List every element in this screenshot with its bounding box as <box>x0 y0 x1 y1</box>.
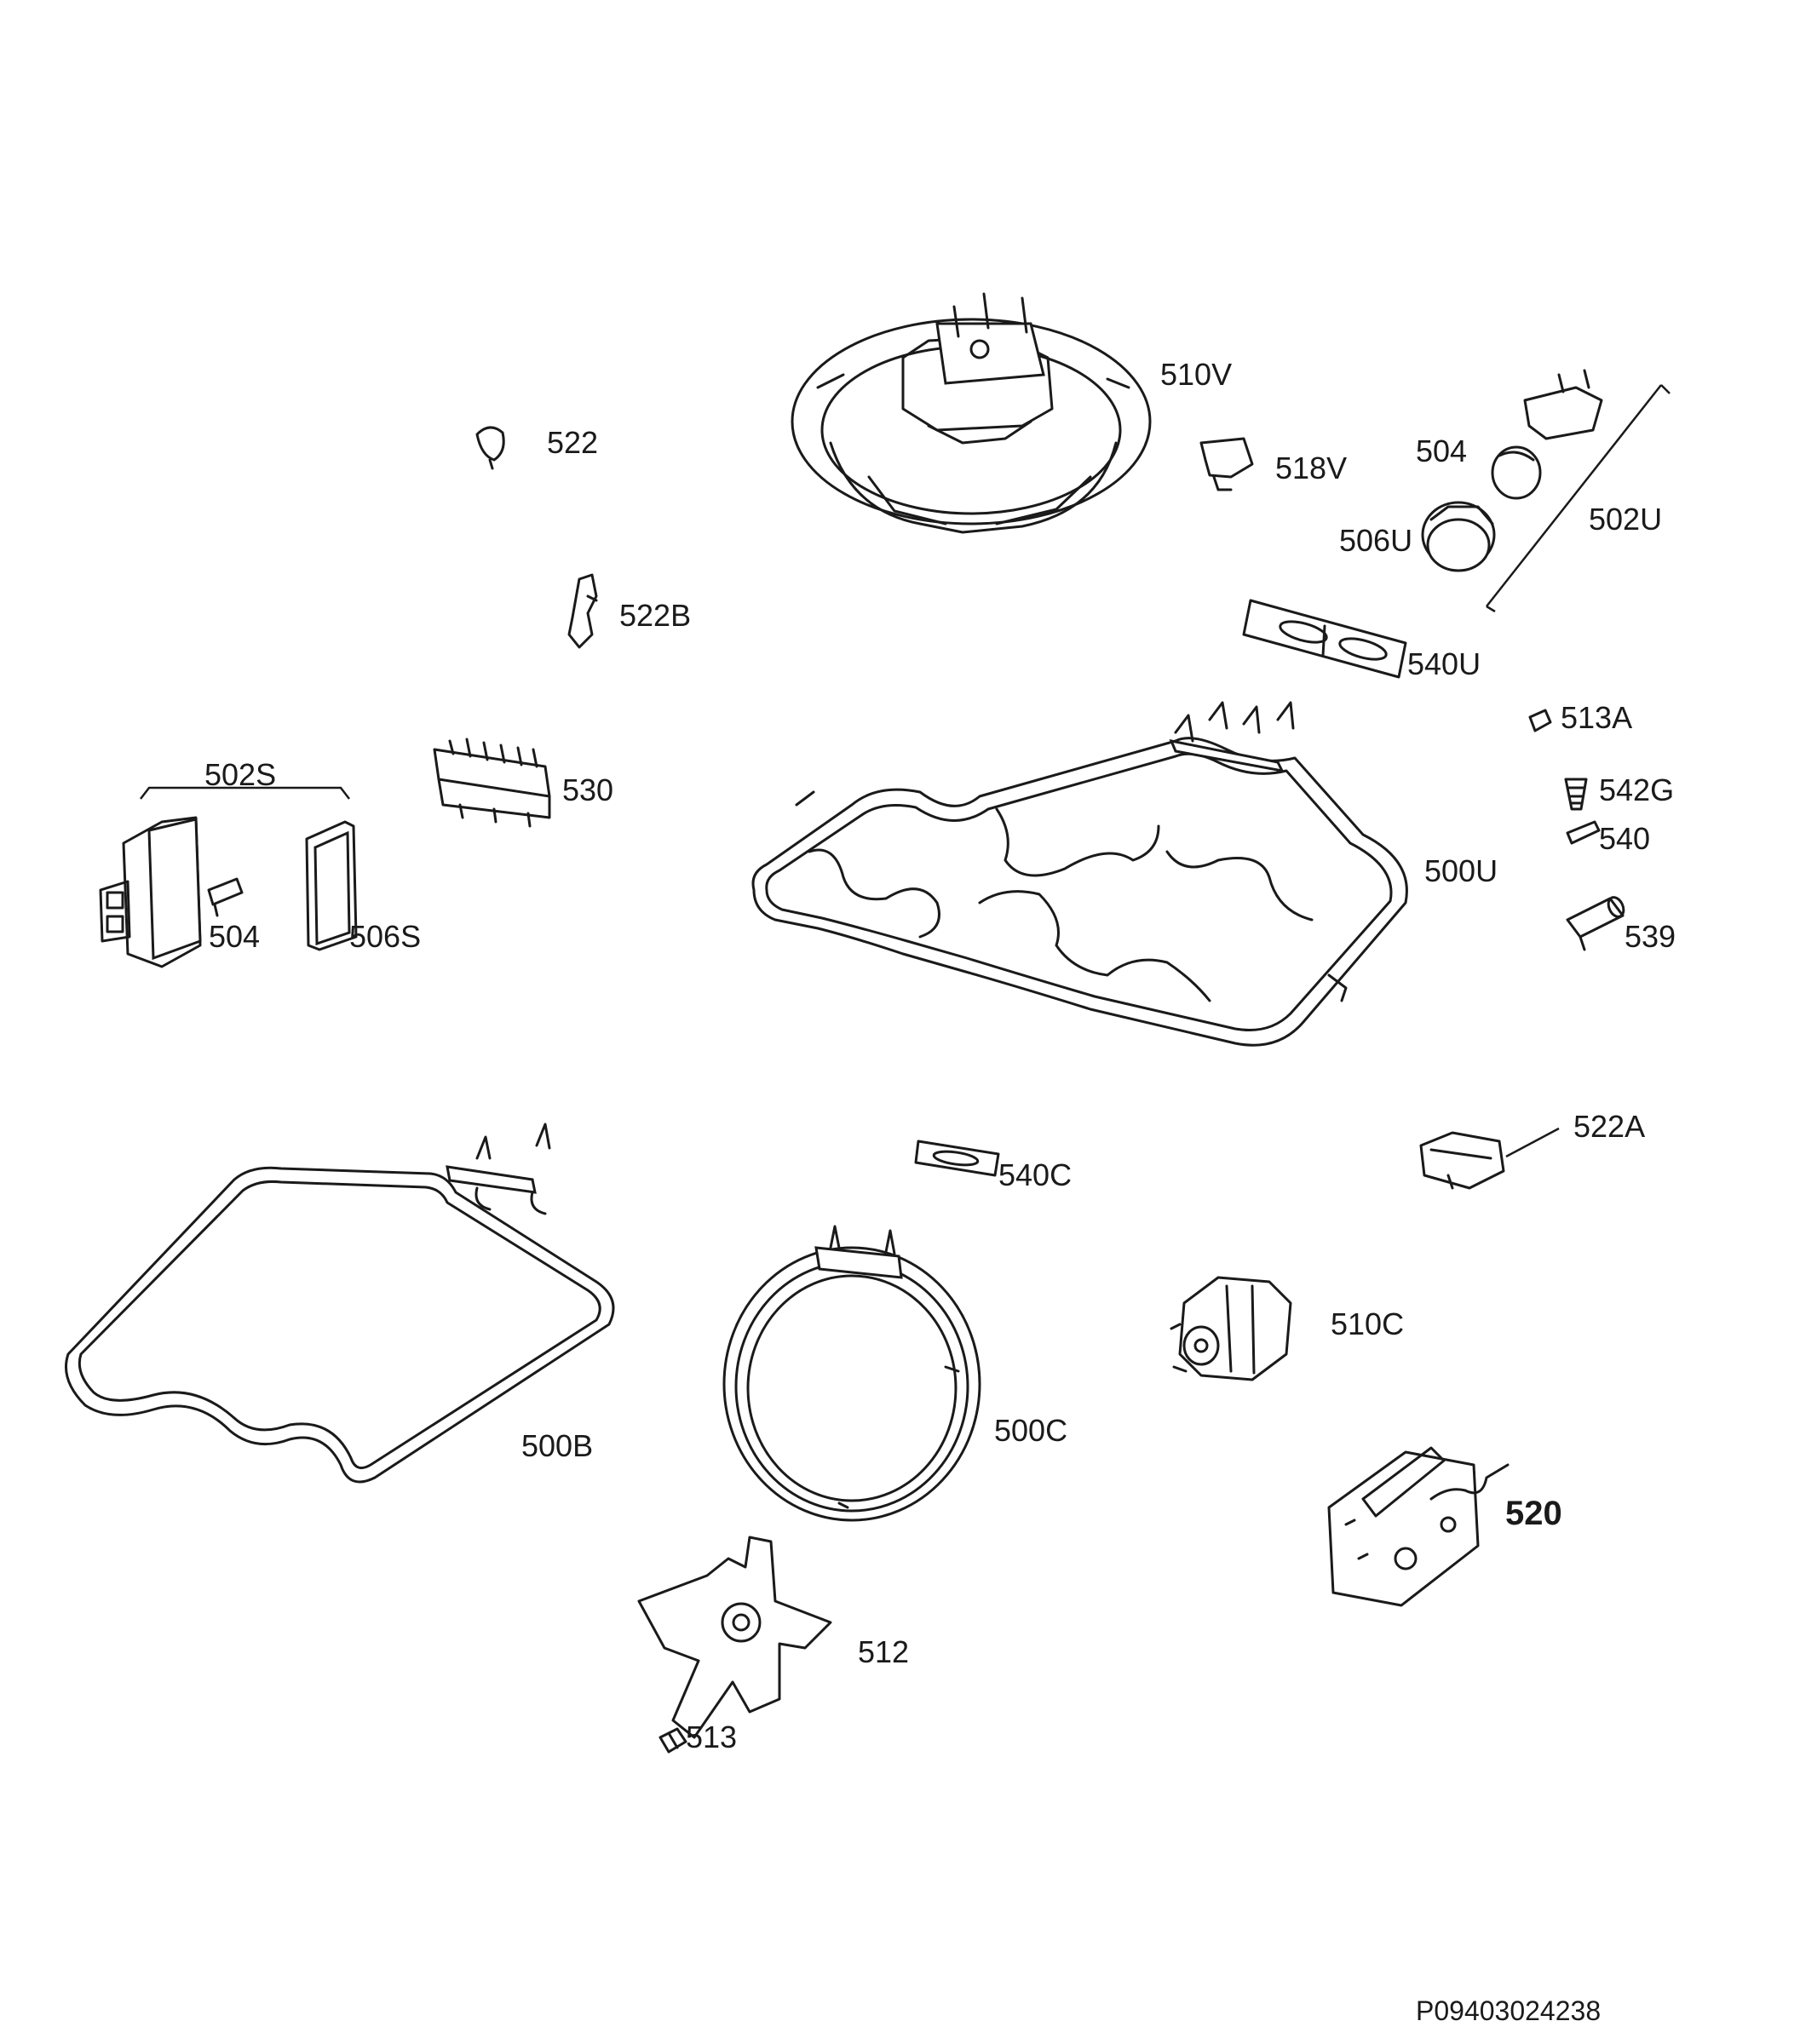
label-502U: 502U <box>1589 502 1662 537</box>
convection-motor-510C <box>1170 1276 1292 1381</box>
label-500C: 500C <box>994 1413 1067 1448</box>
document-code: P09403024238 <box>1416 1995 1601 2026</box>
label-539: 539 <box>1625 919 1676 954</box>
bottom-heating-element-500B <box>65 1122 615 1484</box>
label-513A: 513A <box>1561 700 1632 735</box>
leader-502U-top <box>1660 384 1671 394</box>
gasket-540C <box>914 1140 1000 1177</box>
label-502S: 502S <box>204 757 276 792</box>
label-518V: 518V <box>1275 451 1347 485</box>
nut-513 <box>658 1727 687 1754</box>
label-522: 522 <box>547 425 598 460</box>
bulb-504-top <box>1491 445 1542 500</box>
leader-502U-bottom <box>1486 605 1496 613</box>
gasket-540U <box>1242 599 1407 679</box>
leader-522A <box>1505 1127 1560 1158</box>
label-504-top: 504 <box>1416 433 1467 468</box>
leader-502U <box>1486 384 1662 607</box>
label-510C: 510C <box>1331 1306 1404 1341</box>
label-522A: 522A <box>1573 1109 1645 1144</box>
label-500U: 500U <box>1424 853 1498 888</box>
label-540C: 540C <box>998 1157 1072 1192</box>
leader-502S <box>140 786 350 800</box>
label-506S: 506S <box>349 919 421 954</box>
label-513: 513 <box>686 1720 737 1754</box>
nut-513A <box>1528 709 1552 732</box>
door-lock-520 <box>1327 1446 1510 1607</box>
label-510V: 510V <box>1160 357 1232 392</box>
side-lamp-cover-506S <box>305 820 358 951</box>
terminal-block-530 <box>433 738 551 828</box>
label-504-side: 504 <box>209 919 260 954</box>
fan-motor-assembly-510V <box>791 292 1152 534</box>
sensor-522B <box>567 573 598 649</box>
pin-540 <box>1566 820 1601 845</box>
bracket-518V <box>1199 437 1254 491</box>
label-500B: 500B <box>521 1428 593 1463</box>
lamp-cover-506U <box>1421 501 1496 572</box>
thermostat-522A <box>1419 1131 1505 1190</box>
label-540: 540 <box>1599 821 1650 856</box>
tube-539 <box>1566 896 1625 951</box>
circular-heating-element-500C <box>722 1225 981 1522</box>
label-506U: 506U <box>1339 523 1412 558</box>
label-512: 512 <box>858 1634 909 1669</box>
fan-blade-512 <box>637 1536 832 1739</box>
label-540U: 540U <box>1407 646 1481 681</box>
label-522B: 522B <box>619 598 691 633</box>
side-lamp-housing-502S <box>99 816 202 968</box>
clip-522 <box>475 426 505 470</box>
bulb-504-side <box>207 877 244 917</box>
label-520: 520 <box>1505 1495 1562 1532</box>
top-grill-element-500U <box>751 701 1408 1047</box>
label-530: 530 <box>562 772 613 807</box>
label-542G: 542G <box>1599 772 1674 807</box>
lamp-holder-502U <box>1523 369 1603 440</box>
spring-542G <box>1564 778 1588 811</box>
